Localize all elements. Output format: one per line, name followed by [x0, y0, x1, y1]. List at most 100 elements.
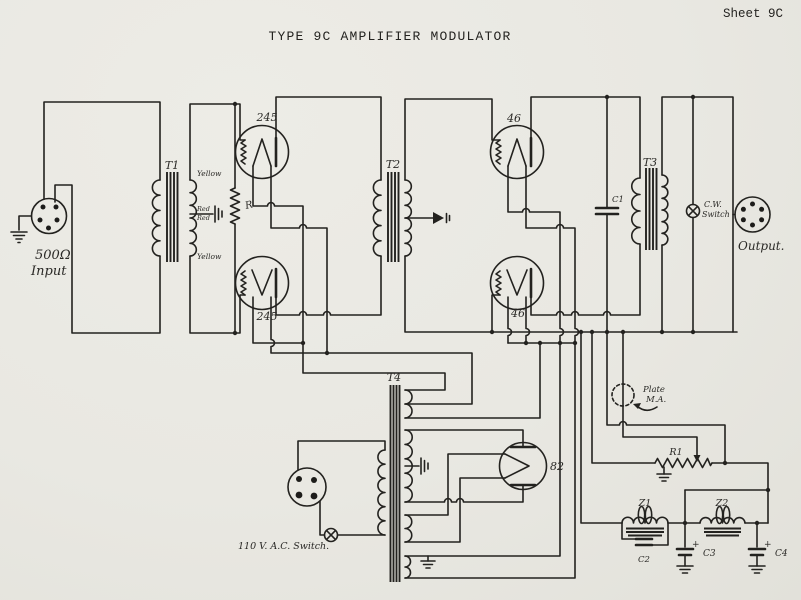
wire-t1sec-top-grid: [189, 103, 246, 181]
cw-switch: C.W. Switch: [685, 200, 730, 219]
r1-ground-icon: [656, 473, 672, 482]
tube-245-bottom: 245: [234, 255, 290, 323]
t1-tap-upper-label: Red: [196, 205, 210, 213]
tube-46-bottom-label: 46: [510, 307, 525, 320]
tube-46-top-label: 46: [506, 112, 521, 125]
filament-icon: [507, 138, 527, 167]
t1-tap-lower-label: Red: [196, 214, 210, 222]
wire-t2sec-top-grid: [404, 98, 501, 181]
resistor-r1: R1: [654, 447, 713, 482]
capacitor-c4: + C4: [747, 540, 788, 574]
grid-icon: [240, 270, 247, 296]
meter-label-1: Plate: [642, 385, 665, 395]
t1-label: T1: [165, 159, 179, 172]
resistor-r: R: [229, 187, 254, 225]
wire-t4-secA-bottom: [404, 342, 541, 419]
meter-arrow-icon: [636, 405, 658, 412]
c1-label: C1: [612, 195, 624, 205]
t3-label: T3: [643, 156, 657, 169]
ac-switch-caption-label: 110 V. A.C. Switch.: [238, 541, 329, 552]
input-ground-icon: [10, 231, 28, 244]
wire-46b-plate: [530, 243, 641, 316]
t1-lead-top-label: Yellow: [197, 169, 222, 178]
transformer-t3: T3: [631, 156, 669, 250]
filament-icon: [252, 138, 272, 167]
wire-46b-leg2: [525, 296, 531, 344]
t4-secD-ground-icon: [420, 560, 436, 569]
t1-core-icon: [166, 172, 179, 262]
c4-polarity: +: [764, 540, 772, 550]
input-impedance-label: 500Ω: [35, 248, 71, 263]
t1-tap-ground-icon: [214, 205, 223, 223]
tube-245-top: 245: [234, 111, 290, 180]
wire-46-fil2: [404, 165, 580, 579]
tube-82-label: 82: [550, 460, 564, 473]
wire-245-fil2: [270, 165, 473, 405]
t4-secB-tap-ground-icon: [420, 457, 429, 475]
filament-icon: [504, 453, 530, 479]
switch-icon: [323, 527, 339, 543]
wire-feed-r1-left: [591, 331, 656, 464]
choke-z1: Z1: [621, 498, 669, 537]
ac-switch: 110 V. A.C. Switch.: [238, 527, 339, 552]
choke-z2: Z2: [699, 498, 746, 537]
t4-core-icon: [389, 385, 401, 582]
wire-245-fil1: [252, 165, 446, 391]
capacitor-c1: C1: [594, 195, 624, 216]
tube-46-bottom: 46: [489, 255, 545, 320]
r-label: R: [243, 199, 254, 212]
capacitor-c2: C2: [634, 537, 654, 565]
c3-polarity: +: [692, 540, 700, 550]
wiper-arrow-icon: [693, 455, 701, 462]
grid-icon: [495, 139, 502, 165]
wire-245-plate-top: [275, 96, 382, 181]
z2-core-icon: [704, 527, 741, 537]
wire-46-fil1: [404, 165, 565, 557]
transformer-t4: T4: [377, 371, 436, 582]
meter-label-2: M.A.: [645, 395, 666, 405]
t2-label: T2: [386, 158, 400, 171]
cw-switch-label-2: Switch: [702, 210, 730, 219]
wire-input-ground-lead: [18, 215, 33, 231]
wire-245b-fil2: [270, 296, 328, 354]
wire-82-top-plate: [404, 429, 524, 448]
c3-label: C3: [703, 549, 716, 559]
transformer-t1: T1 Yellow Red Red Yellow: [151, 159, 223, 262]
t2-tap-ground-icon: [433, 212, 451, 224]
capacitor-c3: + C3: [675, 540, 716, 574]
tube-82: 82: [498, 441, 564, 491]
tube-46-top: 46: [489, 112, 545, 180]
tube-245-top-label: 245: [256, 111, 278, 124]
z2-label: Z2: [715, 498, 729, 509]
drawing-title: TYPE 9C AMPLIFIER MODULATOR: [268, 29, 511, 44]
wire-plug-to-switch: [319, 500, 326, 536]
c2-label: C2: [638, 555, 650, 565]
ac-plug-connector: [287, 467, 327, 507]
switch-icon: [685, 203, 701, 219]
output-connector: Output.: [734, 196, 784, 253]
meter-icon: [611, 383, 635, 407]
junction-dots: [232, 94, 771, 526]
t4-label: T4: [387, 371, 401, 384]
grid-icon: [240, 139, 247, 165]
z1-core-icon: [626, 527, 664, 537]
wire-c2-left: [621, 522, 637, 540]
wire-82-bottom-plate: [404, 484, 524, 503]
wire-c2-right: [651, 522, 669, 546]
wire-46b-leg1: [507, 296, 513, 344]
wire-r1-right-lead: [711, 462, 769, 524]
wire-82-fil2: [404, 477, 506, 543]
wire-t4-primary-top: [297, 440, 386, 471]
wire-input-top: [43, 101, 161, 200]
c4-label: C4: [775, 549, 788, 559]
cw-switch-label-1: C.W.: [704, 200, 722, 209]
grid-icon: [495, 270, 502, 296]
input-connector: 500Ω Input: [10, 197, 71, 279]
wire-245b-fil1: [252, 296, 304, 344]
r1-label: R1: [668, 447, 682, 458]
t2-core-icon: [387, 172, 400, 262]
wire-82-fil1: [404, 453, 506, 516]
filament-icon: [251, 269, 273, 296]
plate-ma-meter: Plate M.A.: [611, 383, 666, 412]
